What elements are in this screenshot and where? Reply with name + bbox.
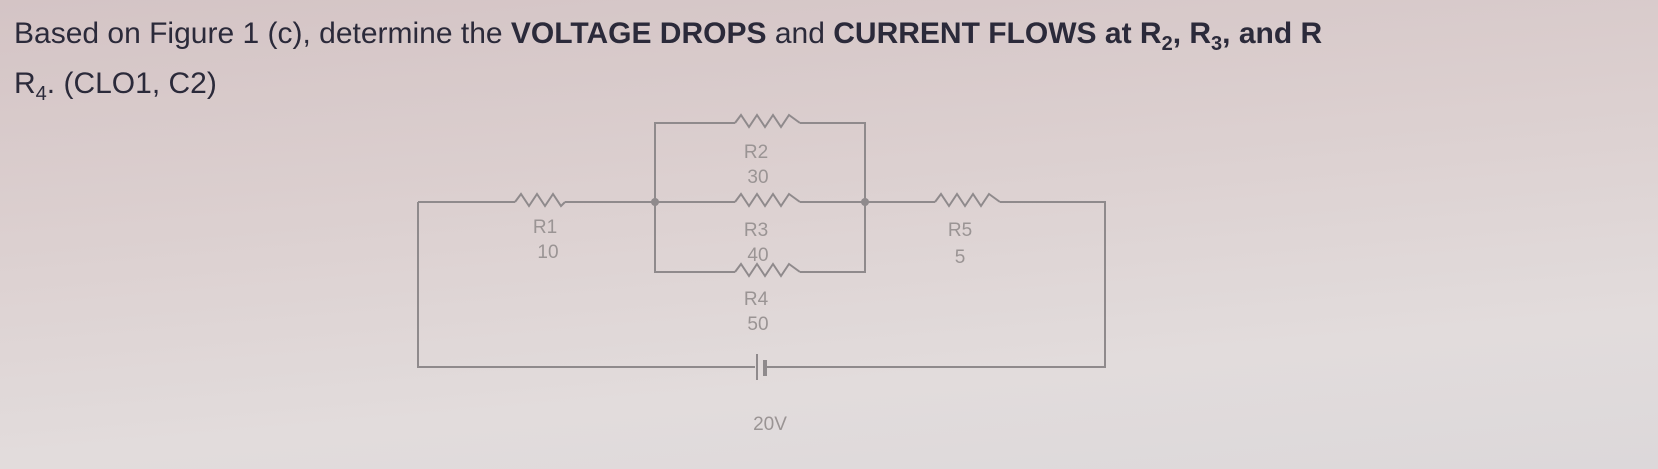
battery-icon [756, 354, 767, 380]
q-text: , and R [1222, 17, 1323, 50]
q-text: , R [1172, 17, 1212, 50]
q-sub: 4 [35, 83, 47, 105]
q-text: . (CLO1, C2) [46, 67, 217, 100]
q-text: Based on Figure 1 (c), determine the [14, 17, 511, 50]
resistor-r3 [734, 192, 801, 208]
r4-value: 50 [747, 314, 768, 335]
source-voltage: 20V [753, 414, 787, 435]
q-text: at R [1096, 17, 1162, 50]
r5-label: R5 [948, 220, 972, 241]
resistor-r5 [934, 192, 1001, 208]
junction-node [861, 198, 869, 206]
q-text: and [766, 17, 834, 50]
r4-label: R4 [744, 289, 769, 310]
r2-value: 30 [747, 167, 768, 188]
r3-value: 40 [747, 245, 768, 266]
r1-value: 10 [537, 242, 558, 263]
r2-label: R2 [744, 142, 768, 163]
junction-node [651, 198, 659, 206]
q-bold-voltage-drops: VOLTAGE DROPS [510, 17, 767, 50]
resistor-r4 [734, 262, 801, 278]
resistor-r1 [514, 192, 566, 208]
question-text: Based on Figure 1 (c), determine the VOL… [14, 17, 1323, 105]
q-bold-current-flows: CURRENT FLOWS [833, 17, 1097, 50]
r3-label: R3 [744, 220, 768, 241]
q-sub: 3 [1211, 33, 1223, 55]
q-sub: 2 [1161, 33, 1173, 55]
resistor-r2 [734, 113, 801, 129]
r5-value: 5 [955, 247, 966, 268]
r1-label: R1 [533, 217, 557, 238]
